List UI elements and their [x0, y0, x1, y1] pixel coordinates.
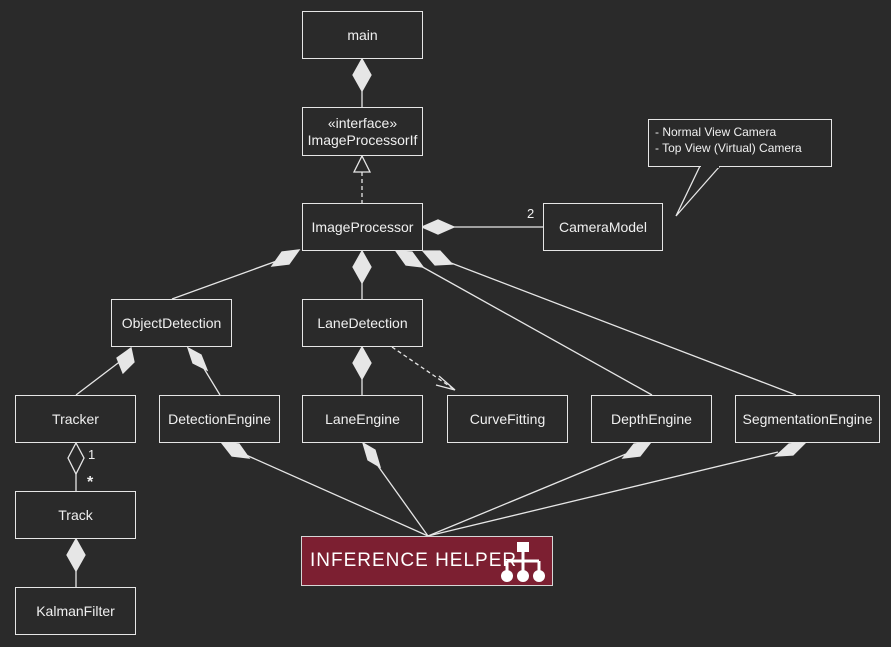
class-objectdetection[interactable]: ObjectDetection [111, 299, 232, 347]
composition-diamond-helper-segmentation [774, 441, 808, 457]
class-detectionengine-label: DetectionEngine [168, 410, 271, 427]
multiplicity-tracker-track-one: 1 [88, 447, 96, 462]
composition-diamond-laneengine [352, 345, 372, 381]
composition-diamond-depthengine [394, 250, 425, 268]
hierarchy-network-icon [501, 542, 545, 582]
line-tracker [75, 359, 123, 396]
line-segmentationengine [437, 257, 797, 396]
class-detectionengine[interactable]: DetectionEngine [159, 395, 280, 443]
class-laneengine[interactable]: LaneEngine [302, 395, 423, 443]
note-line-2: - Top View (Virtual) Camera [655, 141, 802, 155]
composition-diamond-segmentationengine [421, 250, 454, 266]
composition-diamond-main [352, 57, 372, 93]
class-segmentationengine-label: SegmentationEngine [742, 410, 873, 427]
class-tracker[interactable]: Tracker [15, 395, 136, 443]
class-lanedetection[interactable]: LaneDetection [302, 299, 423, 347]
interface-name: ImageProcessorIf [307, 131, 418, 148]
inference-helper-logo: INFERENCE HELPER [301, 536, 553, 586]
class-lanedetection-label: LaneDetection [317, 314, 408, 331]
multiplicity-tracker-track-many: * [87, 474, 94, 491]
composition-diamond-objectdetection [270, 249, 301, 267]
composition-diamond-helper-lane [361, 441, 382, 469]
note-callout-gap [701, 166, 719, 168]
class-kalmanfilter[interactable]: KalmanFilter [15, 587, 136, 635]
class-depthengine[interactable]: DepthEngine [591, 395, 712, 443]
class-cameramodel[interactable]: CameraModel [543, 203, 663, 251]
composition-diamond-lanedetection [352, 249, 372, 285]
line-helper-laneengine [377, 465, 429, 537]
interface-stereotype: «interface» [327, 114, 398, 131]
line-helper-segmentationengine [427, 451, 779, 537]
class-segmentationengine[interactable]: SegmentationEngine [735, 395, 880, 443]
class-main[interactable]: main [302, 11, 423, 59]
aggregation-diamond-track [67, 441, 85, 476]
composition-diamond-tracker [116, 346, 135, 375]
class-main-label: main [347, 26, 378, 43]
composition-diamond-helper-depth [621, 441, 653, 459]
inference-helper-logo-text: INFERENCE HELPER [310, 550, 518, 571]
multiplicity-camera-count: 2 [527, 206, 535, 221]
class-imageprocessor[interactable]: ImageProcessor [302, 203, 423, 251]
realization-arrowhead [352, 154, 372, 173]
note-callout-pointer [675, 165, 721, 217]
class-depthengine-label: DepthEngine [611, 410, 692, 427]
composition-diamond-detectionengine [186, 346, 209, 372]
line-depthengine [409, 259, 653, 396]
class-cameramodel-label: CameraModel [559, 218, 647, 235]
line-objectdetection [171, 257, 286, 300]
line-helper-depthengine [427, 453, 627, 537]
composition-diamond-kalmanfilter [66, 537, 86, 573]
class-track-label: Track [58, 506, 93, 523]
class-tracker-label: Tracker [52, 410, 99, 427]
camera-note: - Normal View Camera - Top View (Virtual… [648, 119, 832, 167]
note-line-1: - Normal View Camera [655, 125, 777, 139]
class-laneengine-label: LaneEngine [325, 410, 400, 427]
line-helper-detectionengine [245, 454, 429, 537]
class-kalmanfilter-label: KalmanFilter [36, 602, 115, 619]
class-objectdetection-label: ObjectDetection [121, 314, 222, 331]
composition-diamond-helper-detection [219, 441, 251, 459]
class-track[interactable]: Track [15, 491, 136, 539]
class-curvefitting[interactable]: CurveFitting [447, 395, 568, 443]
dependency-line-curvefitting [391, 346, 456, 391]
composition-diamond-camera [420, 219, 456, 235]
class-imageprocessor-label: ImageProcessor [311, 218, 414, 235]
class-curvefitting-label: CurveFitting [469, 410, 546, 427]
interface-imageprocessorif[interactable]: «interface» ImageProcessorIf [302, 107, 423, 156]
dependency-arrowhead [435, 375, 456, 391]
